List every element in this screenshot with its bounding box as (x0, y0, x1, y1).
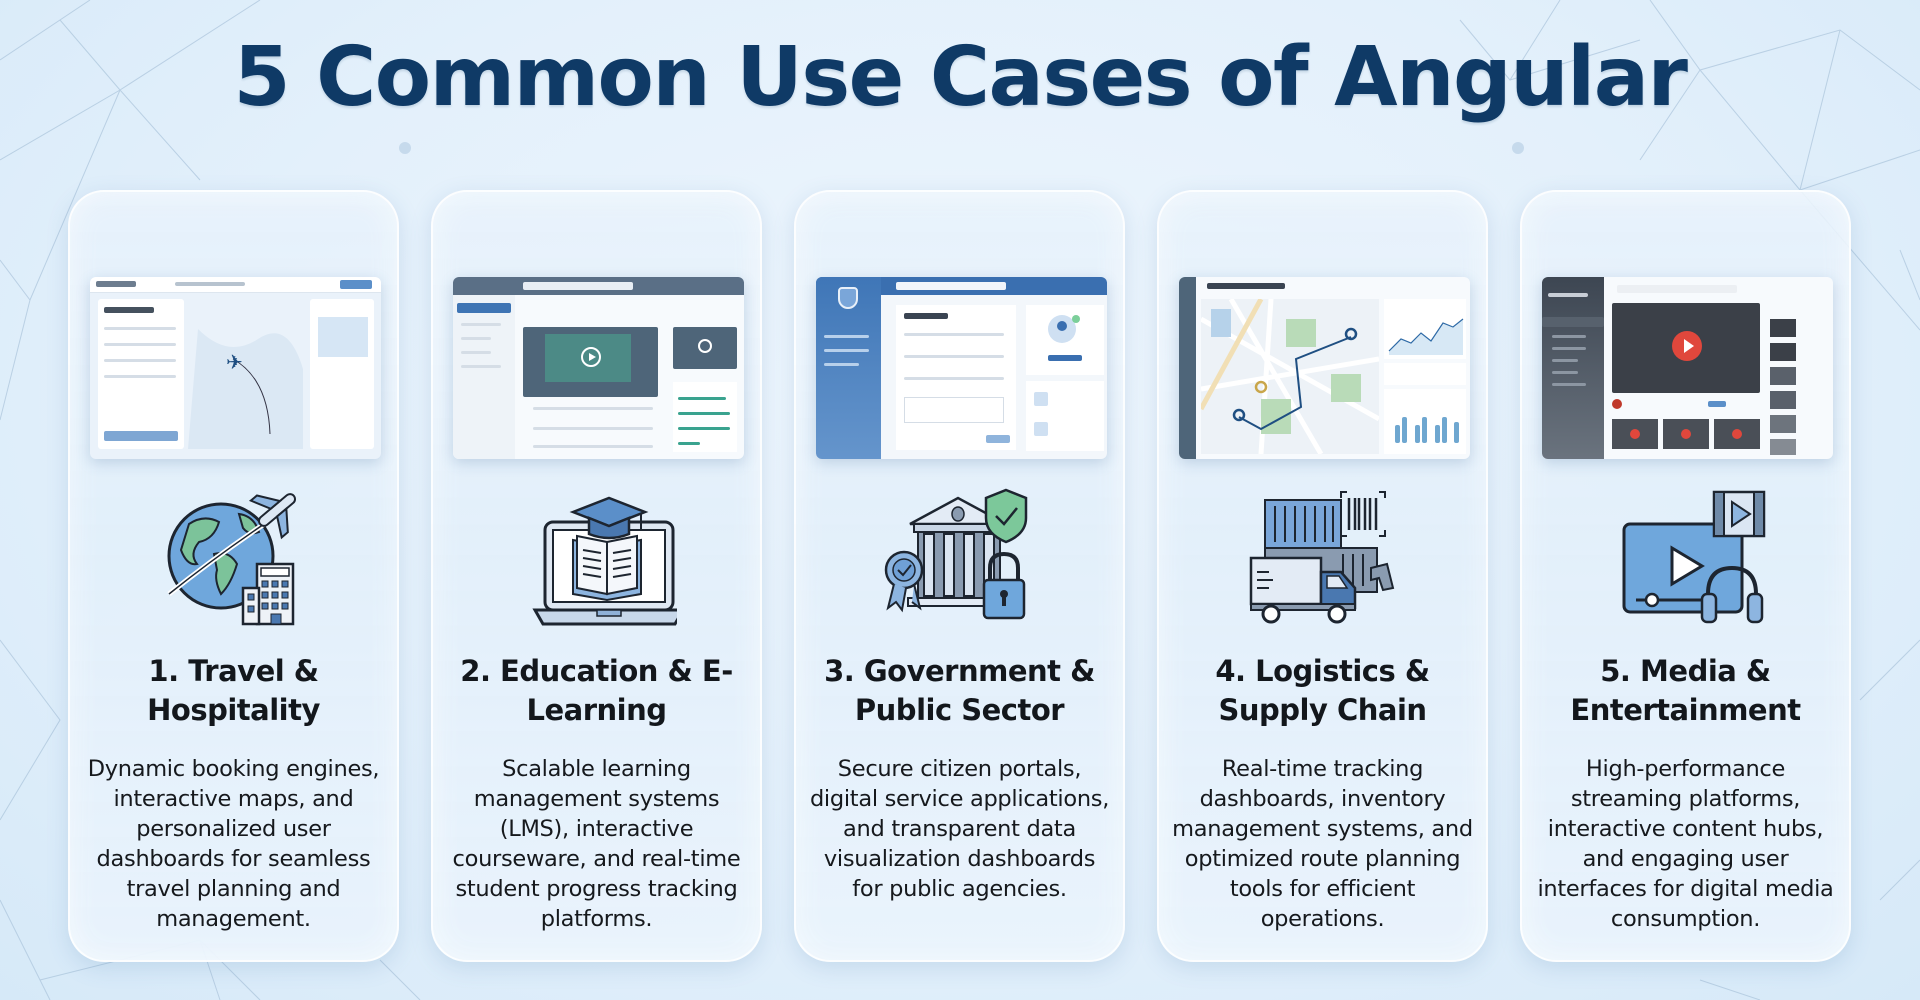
card-description: Secure citizen portals, digital service … (809, 756, 1110, 902)
route-tracking-mockup (1179, 277, 1470, 459)
page-title: 5 Common Use Cases of Angular (233, 30, 1688, 125)
use-case-cards: ✈ (68, 190, 1852, 962)
card-description: High-performance streaming platforms, in… (1537, 756, 1834, 932)
education-icon-container (433, 482, 760, 630)
citizen-portal-mockup (816, 277, 1107, 459)
streaming-platform-mockup (1542, 277, 1833, 459)
card-description: Dynamic booking engines, interactive map… (87, 756, 380, 932)
card-title: 1. Travel & Hospitality (147, 654, 320, 727)
laptop-book-graduation-cap-icon (531, 496, 677, 625)
government-icon-container (796, 482, 1123, 630)
card-title: 5. Media & Entertainment (1570, 654, 1801, 727)
use-case-card-logistics: 4. Logistics & Supply Chain Real-time tr… (1157, 190, 1488, 962)
globe-airplane-hotel-icon (166, 492, 296, 625)
logistics-icon-container (1159, 482, 1486, 630)
card-description: Scalable learning management systems (LM… (452, 756, 741, 932)
use-case-card-travel: ✈ (68, 190, 399, 962)
card-title: 2. Education & E-Learning (460, 654, 733, 727)
card-title: 4. Logistics & Supply Chain (1215, 654, 1430, 727)
truck-container-barcode-icon (1249, 490, 1394, 623)
svg-text:✈: ✈ (226, 350, 243, 374)
government-building-shield-lock-icon (884, 488, 1027, 619)
card-title: 3. Government & Public Sector (824, 654, 1095, 727)
media-icon-container (1522, 482, 1849, 630)
travel-icon-container (70, 482, 397, 630)
use-case-card-government: 3. Government & Public Sector Secure cit… (794, 190, 1125, 962)
use-case-card-education: 2. Education & E-Learning Scalable learn… (431, 190, 762, 962)
flight-booking-mockup: ✈ (90, 277, 381, 459)
card-description: Real-time tracking dashboards, inventory… (1172, 756, 1473, 932)
video-player-film-headphones-icon (1622, 490, 1765, 623)
lms-video-mockup (453, 277, 744, 459)
use-case-card-media: 5. Media & Entertainment High-performanc… (1520, 190, 1851, 962)
